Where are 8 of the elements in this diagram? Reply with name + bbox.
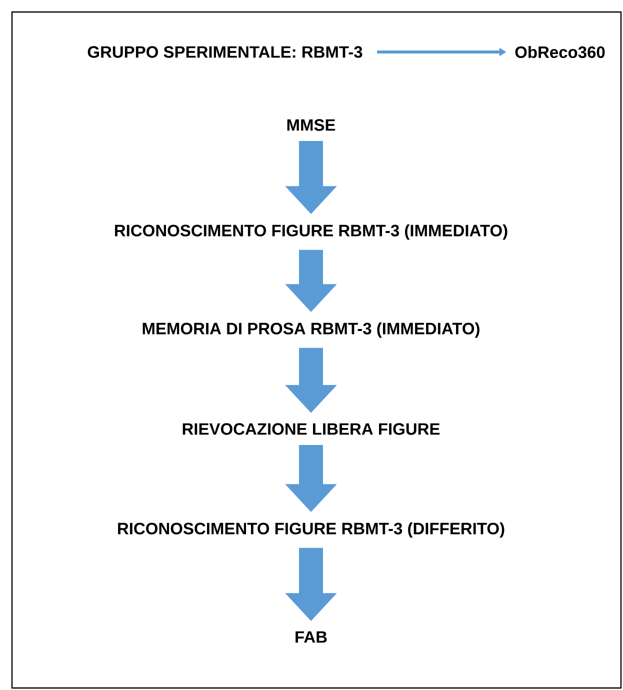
step-text: RIEVOCAZIONE LIBERA FIGURE [182, 423, 440, 435]
step-text: ObReco360 [515, 46, 605, 58]
step-text: RICONOSCIMENTO FIGURE RBMT-3 (DIFFERITO) [118, 522, 504, 538]
step-text: MEMORIA DI PROSA RBMT-3 (IMMEDIATO) [142, 322, 480, 338]
step-text: FAB [296, 631, 327, 643]
step-text: RICONOSCIMENTO FIGURE RBMT-3 (IMMEDIATO) [115, 224, 508, 240]
step-text: MMSE [287, 119, 336, 131]
step-text: GRUPPO SPERIMENTALE: RBMT-3 [88, 46, 362, 58]
